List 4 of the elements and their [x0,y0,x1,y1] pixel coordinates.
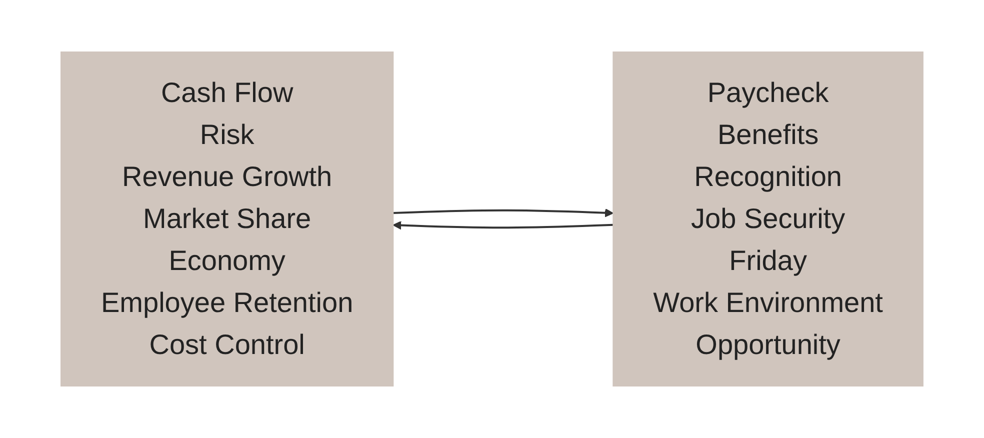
node-box: Cash Flow Risk Revenue Growth Market Share Economy Employee Retention Cost Control [60,52,394,386]
arrow [393,208,614,218]
arrow [392,220,614,230]
node-box: Paycheck Benefits Recognition Job Security Friday Work Environment Opportunity [612,52,924,386]
